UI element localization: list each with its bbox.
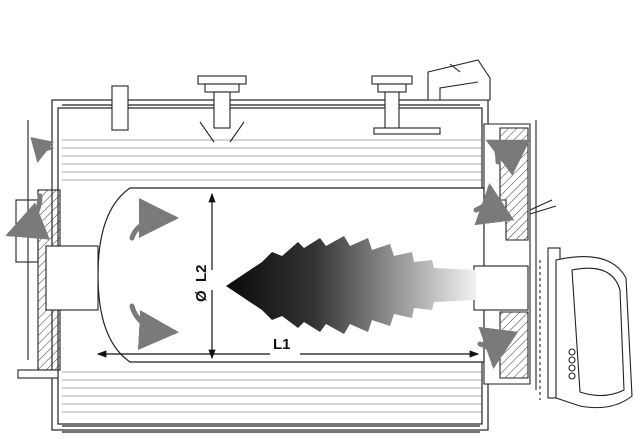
- upper-tube-bank: [62, 139, 482, 181]
- curved-arrow-icon: [473, 183, 515, 226]
- top-nozzles: [111, 75, 441, 143]
- front-door: [483, 120, 557, 390]
- curved-arrow-icon: [30, 137, 54, 163]
- boiler-shell: [51, 99, 489, 433]
- diameter-label: L2: [193, 264, 210, 282]
- curved-arrow-icon: [5, 193, 50, 240]
- rear-door: [15, 120, 99, 379]
- curved-arrow-icon: [485, 139, 531, 176]
- flow-arrows: [5, 137, 531, 369]
- curved-arrow-icon: [129, 303, 179, 351]
- length-label: L1: [273, 336, 291, 353]
- curved-arrow-icon: [477, 326, 519, 369]
- diameter-symbol: Ø: [193, 290, 210, 302]
- lower-tube-bank: [62, 371, 482, 413]
- curved-arrow-icon: [129, 198, 179, 241]
- control-box: [427, 59, 491, 101]
- flame-icon: [226, 236, 476, 334]
- burner: [473, 247, 633, 409]
